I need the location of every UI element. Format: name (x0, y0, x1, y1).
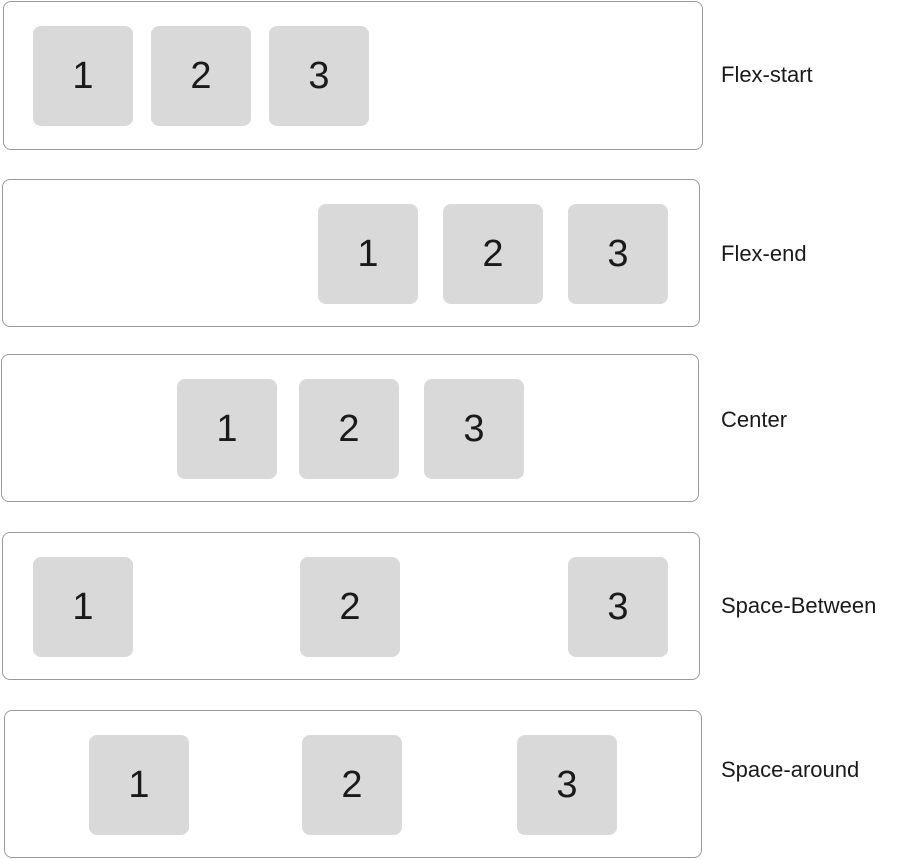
flex-start-label: Flex-start (721, 62, 813, 87)
center-label: Center (721, 407, 788, 432)
flex-item-3: 3 (568, 557, 668, 657)
flex-item-1: 1 (33, 557, 133, 657)
space-between-container: 1 2 3 (2, 532, 700, 680)
flex-item-3: 3 (269, 26, 369, 126)
flex-item-2: 2 (302, 735, 402, 835)
space-around-label: Space-around (721, 757, 860, 782)
flex-end-label: Flex-end (721, 241, 807, 266)
space-around-container: 1 2 3 (4, 710, 702, 858)
flex-end-container: 1 2 3 (2, 179, 700, 327)
flex-item-1: 1 (89, 735, 189, 835)
flex-item-3: 3 (424, 379, 524, 479)
flex-item-1: 1 (177, 379, 277, 479)
flex-item-1: 1 (33, 26, 133, 126)
flex-item-2: 2 (151, 26, 251, 126)
flex-item-3: 3 (568, 204, 668, 304)
flex-start-container: 1 2 3 (3, 1, 703, 150)
flex-item-1: 1 (318, 204, 418, 304)
center-container: 1 2 3 (1, 354, 699, 502)
flex-item-2: 2 (300, 557, 400, 657)
flex-item-3: 3 (517, 735, 617, 835)
flex-item-2: 2 (443, 204, 543, 304)
space-between-label: Space-Between (721, 593, 877, 618)
flex-item-2: 2 (299, 379, 399, 479)
